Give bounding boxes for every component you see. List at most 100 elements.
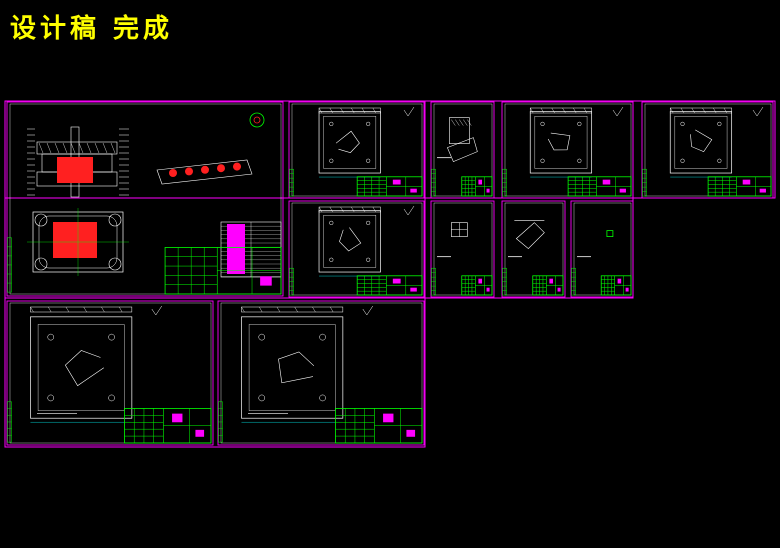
hatch-line — [46, 142, 52, 154]
section-strip — [669, 107, 732, 114]
title-block-mark — [406, 429, 416, 437]
bolt-hole — [366, 158, 371, 163]
title-block-mark — [619, 188, 626, 193]
title-block-mark — [228, 254, 243, 267]
roughness-symbol — [752, 106, 764, 117]
part-outline — [449, 117, 470, 144]
hatch-line — [670, 107, 674, 114]
hatch-line — [294, 306, 298, 313]
roughness-symbol — [612, 106, 624, 117]
title-block — [600, 275, 632, 296]
part-outline — [606, 230, 614, 238]
plate-view — [30, 306, 133, 423]
section-strip — [318, 206, 381, 213]
plate-inner — [674, 116, 728, 169]
bolt-hole — [577, 158, 582, 163]
sheets-frame-row3 — [4, 100, 426, 448]
title-block-mark — [478, 179, 483, 185]
title-block-mark — [557, 287, 561, 292]
title-block — [461, 275, 493, 296]
hatch-line — [94, 142, 100, 154]
title-block — [335, 408, 423, 444]
hatch-line — [101, 306, 105, 313]
part-outline — [515, 222, 545, 250]
bolt-hole — [47, 333, 55, 341]
title-block-mark — [486, 287, 490, 292]
hatch-line — [340, 107, 344, 114]
strip-blank — [217, 164, 225, 173]
sheets-frame-row1 — [4, 100, 776, 199]
hatch-line — [102, 142, 108, 154]
guide-pillar — [108, 213, 122, 227]
strip-blank — [201, 165, 209, 174]
sheet-border — [6, 300, 214, 446]
title-block-mark — [486, 188, 490, 193]
bolt-hole — [540, 158, 545, 163]
sheet-border — [288, 200, 425, 298]
hatch-line — [540, 107, 545, 114]
drawing-sheet-part-drawing-2 — [288, 101, 425, 199]
plate-inner — [534, 116, 588, 169]
title-block — [356, 176, 423, 197]
cut-outline — [547, 132, 571, 151]
bolt-hole — [329, 121, 334, 126]
title-block-mark — [392, 278, 401, 284]
drawing-sheet-part-drawing-5 — [641, 101, 774, 199]
sheet-inner-border — [433, 202, 493, 296]
title-block-mark — [478, 278, 483, 284]
hatch-line — [351, 206, 355, 213]
sheet-border — [501, 200, 566, 298]
cut-profile — [339, 227, 362, 252]
title-block — [707, 176, 772, 197]
hatch-line — [78, 142, 84, 154]
title-block-mark — [410, 287, 417, 292]
title-block — [164, 247, 282, 295]
section-strip — [30, 306, 133, 313]
drawing-sheet-part-drawing-10 — [6, 300, 214, 446]
plate-outline — [30, 316, 133, 419]
cut-profile — [64, 350, 104, 387]
strip-blank — [233, 162, 241, 171]
cut-outline — [690, 129, 713, 153]
part-iso-view — [446, 137, 478, 162]
drawing-sheet-part-drawing-9 — [570, 200, 634, 298]
cut-outline — [339, 227, 362, 252]
bolt-hole — [717, 158, 722, 163]
hatch-line — [70, 142, 76, 154]
drawing-sheet-part-drawing-4 — [501, 101, 634, 199]
sheet-border — [501, 101, 634, 199]
part-icon-inner — [253, 116, 261, 124]
sheet-inner-border — [9, 103, 282, 295]
drawing-sheet-part-drawing-6 — [288, 200, 425, 298]
hatch-line — [318, 206, 323, 213]
hatch-line — [83, 306, 87, 313]
plate-inner — [323, 215, 377, 268]
hatch-line — [551, 107, 555, 114]
hatch-line — [259, 306, 263, 313]
title-block-mark — [549, 278, 554, 284]
plate-view — [318, 107, 381, 178]
plate-outline — [318, 111, 381, 174]
bolt-hole — [366, 220, 371, 225]
section-strip — [529, 107, 592, 114]
cut-profile — [547, 132, 571, 151]
bolt-hole — [366, 121, 371, 126]
roughness-symbol — [151, 305, 163, 316]
sheet-border — [430, 200, 495, 298]
title-block — [124, 408, 212, 444]
plate-outline — [318, 210, 381, 273]
hatch-line — [361, 107, 366, 114]
title-block-mark — [392, 179, 401, 185]
title-block — [356, 275, 423, 296]
small-part-view — [514, 220, 545, 250]
bom-col-fill — [227, 224, 245, 274]
sheet-border — [570, 200, 634, 298]
hatch-line — [467, 119, 472, 126]
plate-inner — [248, 324, 336, 411]
plate-view — [241, 306, 344, 423]
plate-inner — [37, 324, 125, 411]
cut-profile — [335, 130, 360, 153]
hatch-line — [110, 142, 116, 154]
small-part-view — [451, 222, 468, 237]
